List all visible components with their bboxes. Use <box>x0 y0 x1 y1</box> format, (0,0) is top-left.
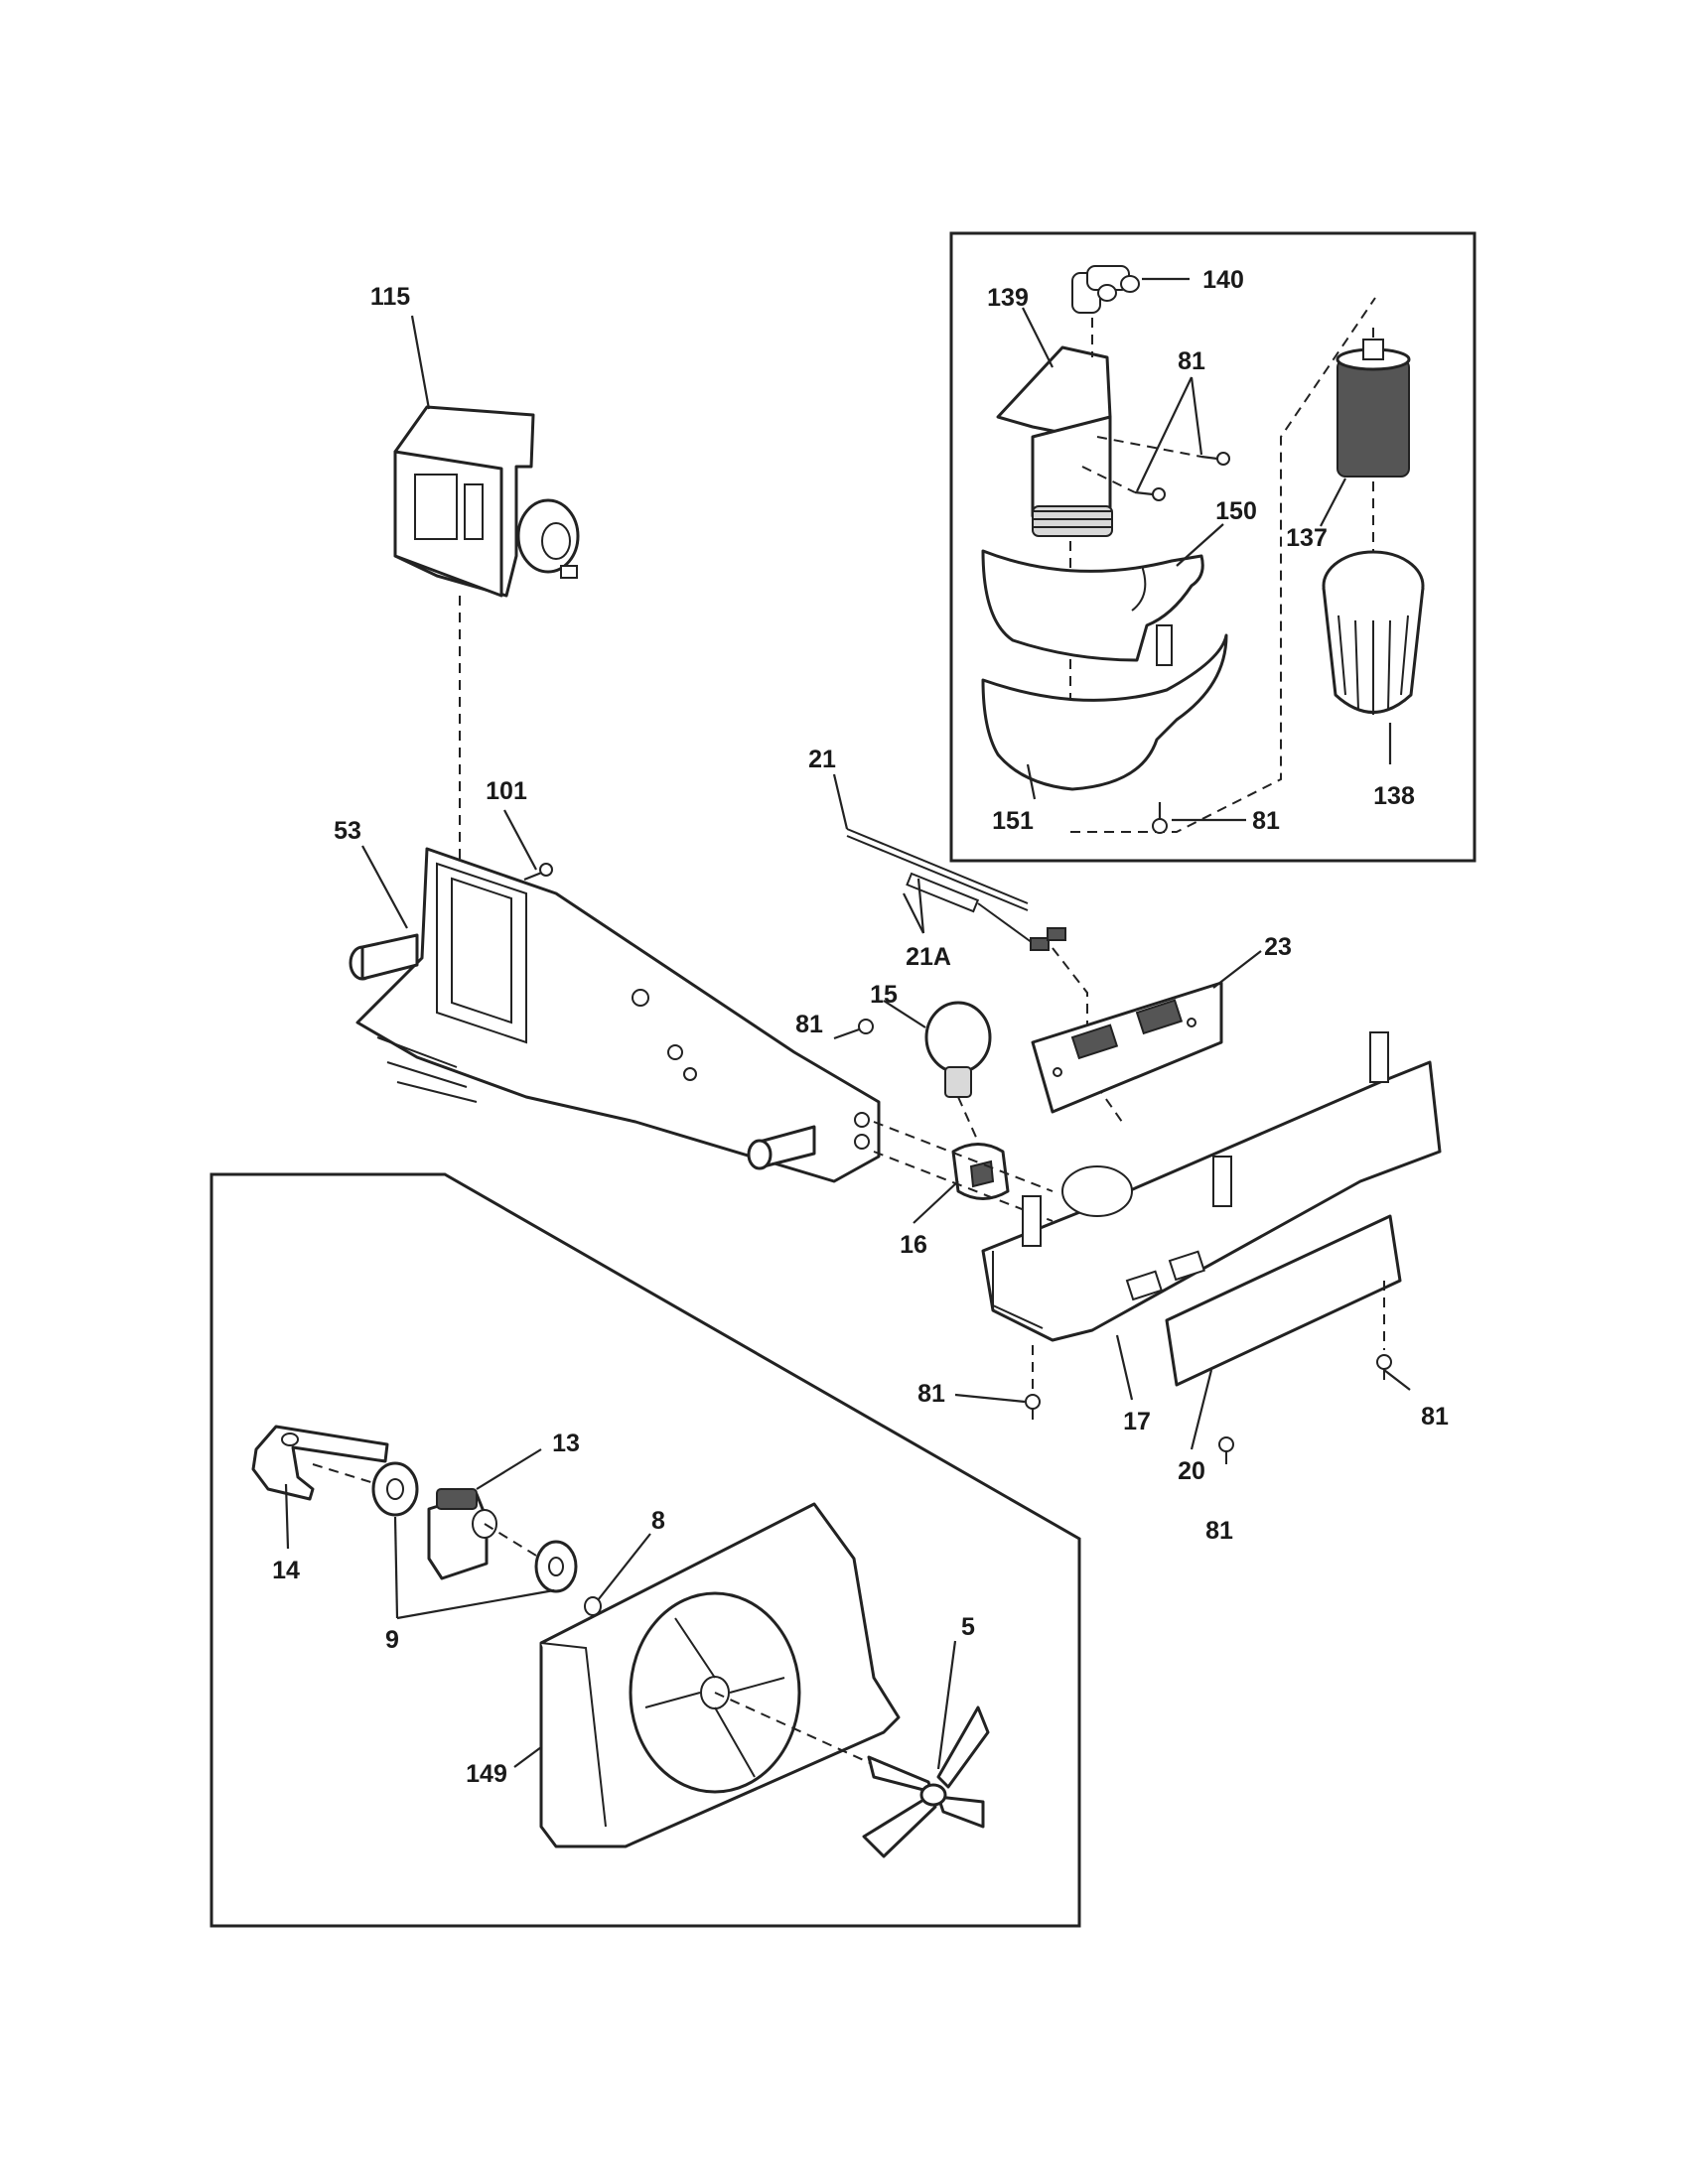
part-9-motor-bracket-left <box>371 1461 419 1517</box>
callout-115: 115 <box>370 283 410 311</box>
part-15-bulb <box>924 1001 992 1098</box>
screw-81-filter-head <box>1134 452 1230 501</box>
part-5-fan-blade <box>862 1706 990 1858</box>
callout-8: 8 <box>651 1507 665 1535</box>
part-149-fan-shroud <box>539 1502 901 1848</box>
callout-140: 140 <box>1202 266 1244 294</box>
callout-53: 53 <box>334 817 361 845</box>
part-150-filter-cover <box>981 549 1204 662</box>
callout-150: 150 <box>1215 497 1257 525</box>
callout-81: 81 <box>1252 807 1280 835</box>
callout-149: 149 <box>466 1760 507 1788</box>
part-139-filter-head <box>996 345 1113 537</box>
callout-15: 15 <box>870 981 898 1009</box>
callout-81: 81 <box>1421 1403 1449 1431</box>
callout-20: 20 <box>1178 1457 1205 1485</box>
part-137-filter-cartridge <box>1336 339 1411 478</box>
screw-81-housing-left <box>1025 1345 1041 1420</box>
part-13-fan-motor <box>427 1488 497 1580</box>
callout-23: 23 <box>1264 933 1292 961</box>
part-21A-wire-harness <box>906 872 1066 951</box>
callout-13: 13 <box>552 1430 580 1457</box>
callout-9: 9 <box>385 1626 399 1654</box>
callout-14: 14 <box>272 1557 300 1584</box>
callout-81: 81 <box>795 1011 823 1038</box>
callout-21: 21 <box>808 746 836 773</box>
callout-labels: 115 140 139 81 150 137 138 151 81 21 101… <box>272 266 1449 1788</box>
callout-17: 17 <box>1123 1408 1151 1435</box>
callout-138: 138 <box>1373 782 1415 810</box>
screw-81-housing-right <box>1376 1281 1392 1380</box>
leader-lines <box>284 277 1411 1770</box>
part-138-filter-bowl <box>1322 550 1425 715</box>
screw-101 <box>523 863 553 882</box>
part-14-bracket <box>251 1425 389 1501</box>
callout-81: 81 <box>1205 1517 1233 1545</box>
callout-81: 81 <box>917 1380 945 1408</box>
callout-137: 137 <box>1286 524 1328 552</box>
part-115-housing <box>393 405 580 598</box>
callout-81: 81 <box>1178 347 1205 375</box>
callout-21A: 21A <box>906 943 951 971</box>
part-23-control-board <box>1031 981 1223 1114</box>
callout-5: 5 <box>961 1613 975 1641</box>
callout-151: 151 <box>992 807 1034 835</box>
fan-assembly-inset-frame <box>210 1172 1081 1928</box>
callout-16: 16 <box>900 1231 927 1259</box>
screw-81-bracket <box>833 1019 874 1040</box>
part-21-wire <box>846 828 1029 911</box>
part-16-lamp-socket <box>951 1143 1010 1200</box>
screw-81-filter-bottom <box>1152 802 1168 834</box>
part-20-trim-panel <box>1165 1214 1402 1387</box>
part-140-elbow-fitting <box>1071 265 1140 314</box>
part-9-motor-bracket-right <box>534 1540 578 1593</box>
part-151-filter-housing-cover <box>981 624 1228 791</box>
water-filter-inset-frame <box>949 231 1477 863</box>
part-17-dispenser-housing <box>981 1031 1442 1342</box>
part-53-bracket <box>349 847 881 1183</box>
callout-139: 139 <box>987 284 1029 312</box>
screw-81-trim <box>1218 1436 1234 1464</box>
callout-101: 101 <box>486 777 527 805</box>
